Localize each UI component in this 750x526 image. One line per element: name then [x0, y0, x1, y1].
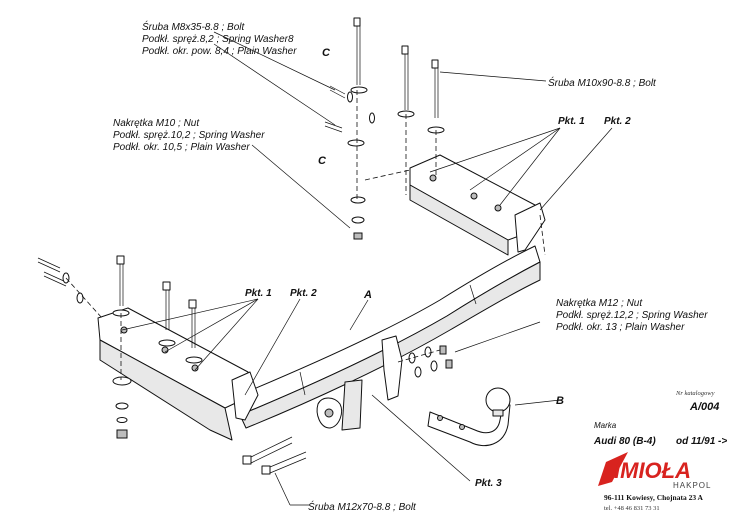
company-phone: tel. +48 46 831 73 31: [604, 505, 660, 512]
socket-plate: [316, 335, 403, 431]
nut-m12-label-1: Nakrętka M12 ; Nut: [556, 298, 643, 309]
right-bracket: [409, 154, 546, 256]
tow-ball: [427, 387, 511, 447]
callout-pkt2-left: Pkt. 2: [290, 288, 317, 299]
bolts-left: [37, 255, 203, 439]
bolt-m8-label-1: Śruba M8x35-8.8 ; Bolt: [142, 20, 245, 33]
callout-pkt2-top: Pkt. 2: [604, 116, 631, 127]
callout-pkt1-left: Pkt. 1: [245, 288, 272, 299]
catalog-label: Nr katalogowy: [675, 390, 715, 397]
nut-m10-label-1: Nakrętka M10 ; Nut: [113, 118, 200, 129]
catalog-number: A/004: [689, 401, 719, 413]
bolt-m10-label: Śruba M10x90-8.8 ; Bolt: [548, 76, 657, 89]
bolt-m8-label-2: Podkł. spręż.8,2 ; Spring Washer8: [142, 34, 294, 45]
bolts-m10: [347, 17, 445, 240]
callout-pkt1-top: Pkt. 1: [558, 116, 585, 127]
bolts-m8: [324, 85, 375, 133]
nut-m10-label-2: Podkł. spręż.10,2 ; Spring Washer: [113, 130, 265, 141]
nut-m12-label-3: Podkł. okr. 13 ; Plain Washer: [556, 322, 685, 333]
nuts-m12: [397, 345, 453, 378]
imiola-logo: IMIOŁA HAKPOL: [598, 452, 711, 490]
vehicle-from-date: od 11/91 ->: [676, 436, 727, 447]
logo-text: IMIOŁA: [614, 458, 691, 483]
callout-a: A: [363, 289, 372, 301]
brand-label: Marka: [594, 421, 617, 430]
title-block: Nr katalogowy A/004 Marka Audi 80 (B-4) …: [593, 390, 727, 512]
callout-c-top: C: [322, 47, 331, 59]
nut-m12-label-2: Podkł. spręż.12,2 ; Spring Washer: [556, 310, 708, 321]
vehicle-model: Audi 80 (B-4): [593, 436, 656, 447]
bolts-m12: [242, 436, 307, 475]
main-beam: [231, 245, 541, 429]
callout-pkt3: Pkt. 3: [475, 478, 502, 489]
bolt-m8-label-3: Podkł. okr. pow. 8,4 ; Plain Washer: [142, 46, 297, 57]
callout-b: B: [556, 395, 564, 407]
logo-subtext: HAKPOL: [673, 481, 711, 490]
callout-c-mid: C: [318, 155, 327, 167]
company-address: 96-111 Kowiesy, Chojnata 23 A: [604, 493, 704, 502]
nut-m10-label-3: Podkł. okr. 10,5 ; Plain Washer: [113, 142, 250, 153]
bolt-m12-label: Śruba M12x70-8.8 ; Bolt: [308, 500, 417, 513]
leader-lines: [121, 31, 613, 506]
